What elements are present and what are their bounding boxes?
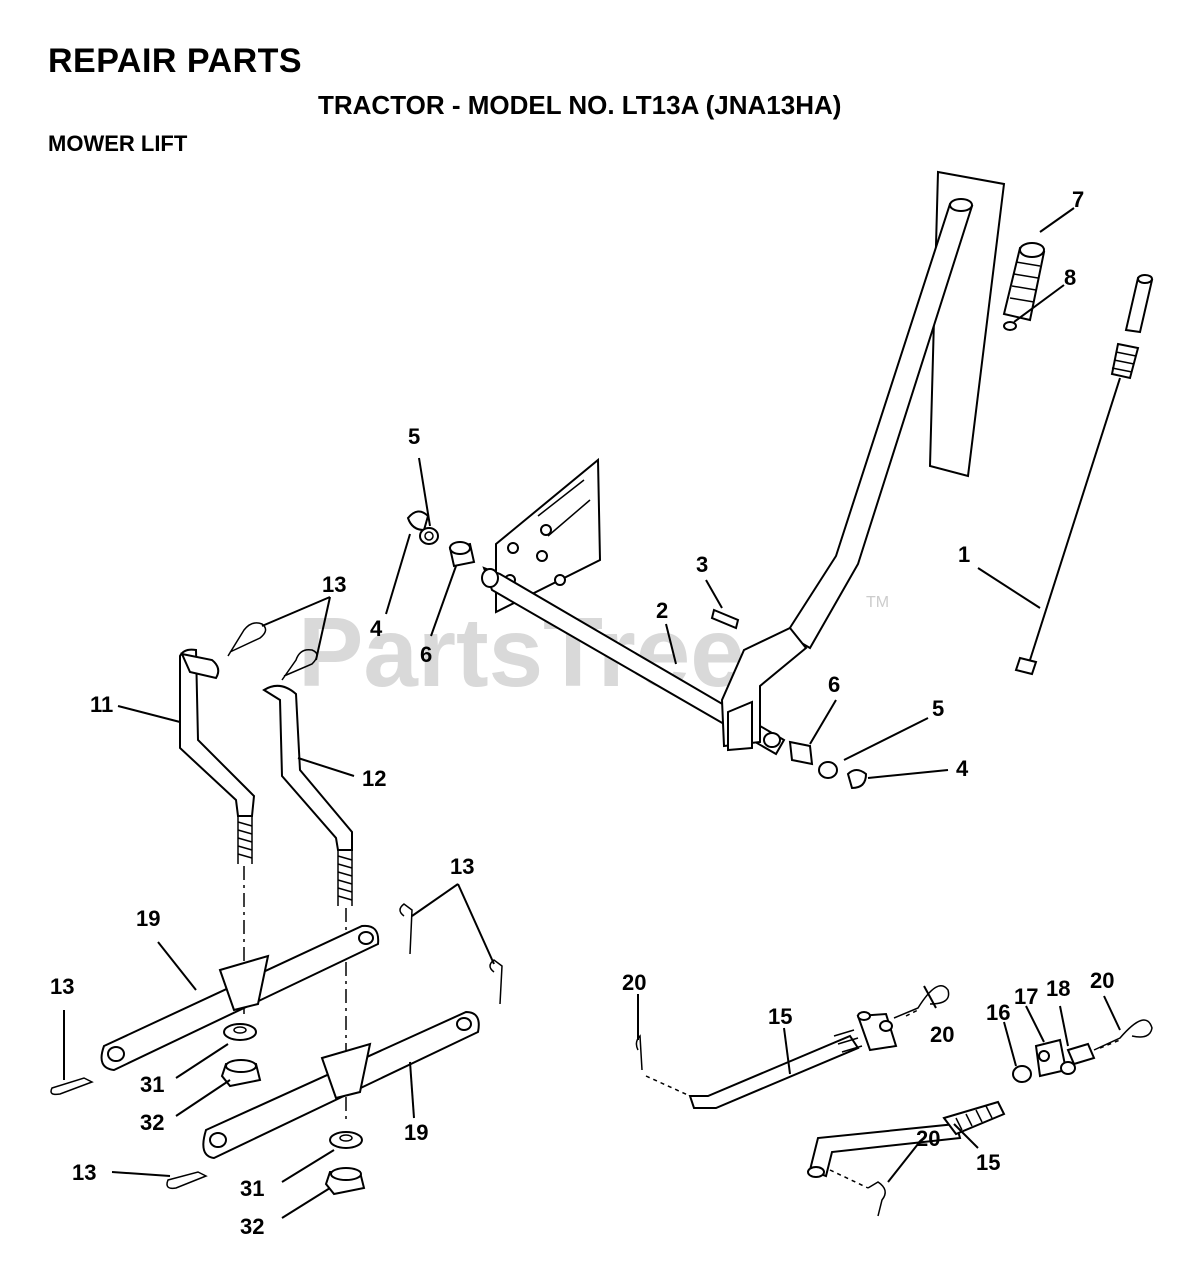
parts-31-32-upper bbox=[220, 1023, 262, 1088]
callout-19-lower: 19 bbox=[404, 1120, 428, 1145]
model-subtitle: TRACTOR - MODEL NO. LT13A (JNA13HA) bbox=[318, 90, 842, 120]
part-20-pin-right bbox=[1093, 1019, 1153, 1051]
callout-13-upper: 13 bbox=[322, 572, 346, 597]
callout-20-left: 20 bbox=[622, 970, 646, 995]
part-1-lift-rod bbox=[1014, 274, 1154, 676]
callout-19-upper: 19 bbox=[136, 906, 160, 931]
callout-6-upper: 6 bbox=[420, 642, 432, 667]
leader-dots-left bbox=[645, 1075, 691, 1097]
ferrule-block-upper bbox=[856, 1011, 898, 1052]
callout-20-lower: 20 bbox=[916, 1126, 940, 1151]
leader-dots-lower bbox=[829, 1169, 869, 1189]
parts-upper-left-end bbox=[406, 510, 476, 568]
part-8-pin bbox=[1003, 321, 1017, 331]
part-12-lift-link bbox=[262, 684, 353, 906]
callout-4-lower: 4 bbox=[956, 756, 969, 781]
callout-1: 1 bbox=[958, 542, 970, 567]
part-13-clip-left bbox=[50, 1077, 94, 1096]
callout-5-lower: 5 bbox=[932, 696, 944, 721]
part-2-lift-shaft bbox=[481, 566, 786, 756]
parts-16-17-18 bbox=[1012, 1038, 1096, 1083]
part-20-pin-lower bbox=[867, 1181, 886, 1217]
mounting-bracket bbox=[495, 457, 602, 614]
callout-6-lower: 6 bbox=[828, 672, 840, 697]
callout-31-upper: 31 bbox=[140, 1072, 164, 1097]
part-11-lift-link bbox=[179, 648, 256, 864]
part-20-pin-left bbox=[635, 1034, 643, 1071]
parts-lower-right-end bbox=[763, 732, 868, 790]
callout-16: 16 bbox=[986, 1000, 1010, 1025]
part-20-pin-upper bbox=[893, 985, 950, 1019]
callout-18: 18 bbox=[1046, 976, 1070, 1001]
callout-11: 11 bbox=[90, 692, 113, 717]
leader-lines bbox=[63, 207, 1121, 1219]
part-19-lift-arm-upper bbox=[100, 924, 380, 1072]
callout-20-right: 20 bbox=[1090, 968, 1114, 993]
watermark-tm: TM bbox=[866, 594, 889, 611]
leader-dots-right bbox=[1099, 1039, 1121, 1049]
part-15-rod-upper bbox=[688, 1029, 863, 1109]
callout-8: 8 bbox=[1064, 265, 1076, 290]
parts-31-32-lower bbox=[324, 1131, 366, 1196]
page-title: REPAIR PARTS bbox=[48, 42, 303, 80]
callout-13-left: 13 bbox=[50, 974, 74, 999]
part-13-clips-upper bbox=[227, 622, 318, 681]
callout-13-middle: 13 bbox=[450, 854, 474, 879]
callout-15-upper: 15 bbox=[768, 1004, 792, 1029]
callout-32-lower: 32 bbox=[240, 1214, 264, 1239]
part-7-grip bbox=[1002, 242, 1046, 322]
leader-dots-upper bbox=[905, 1009, 919, 1017]
part-15-rod-lower bbox=[807, 1100, 1006, 1178]
part-13-clip-lower bbox=[166, 1171, 208, 1190]
callout-15-lower: 15 bbox=[976, 1150, 1000, 1175]
callout-13-lower: 13 bbox=[72, 1160, 96, 1185]
callout-31-lower: 31 bbox=[240, 1176, 264, 1201]
callout-5-upper: 5 bbox=[408, 424, 420, 449]
part-13-clips-middle bbox=[399, 903, 503, 1005]
callout-7: 7 bbox=[1072, 187, 1084, 212]
callout-32-upper: 32 bbox=[140, 1110, 164, 1135]
callout-2: 2 bbox=[656, 598, 668, 623]
callout-17: 17 bbox=[1014, 984, 1038, 1009]
part-3-pin bbox=[710, 608, 740, 630]
callout-12: 12 bbox=[362, 766, 386, 791]
part-19-lift-arm-lower bbox=[202, 1010, 480, 1160]
lift-handle bbox=[784, 198, 974, 650]
shaft-end-bracket bbox=[720, 626, 808, 752]
callout-3: 3 bbox=[696, 552, 708, 577]
callout-20-upper: 20 bbox=[930, 1022, 954, 1047]
callout-4-upper: 4 bbox=[370, 616, 383, 641]
section-title: MOWER LIFT bbox=[48, 131, 188, 156]
